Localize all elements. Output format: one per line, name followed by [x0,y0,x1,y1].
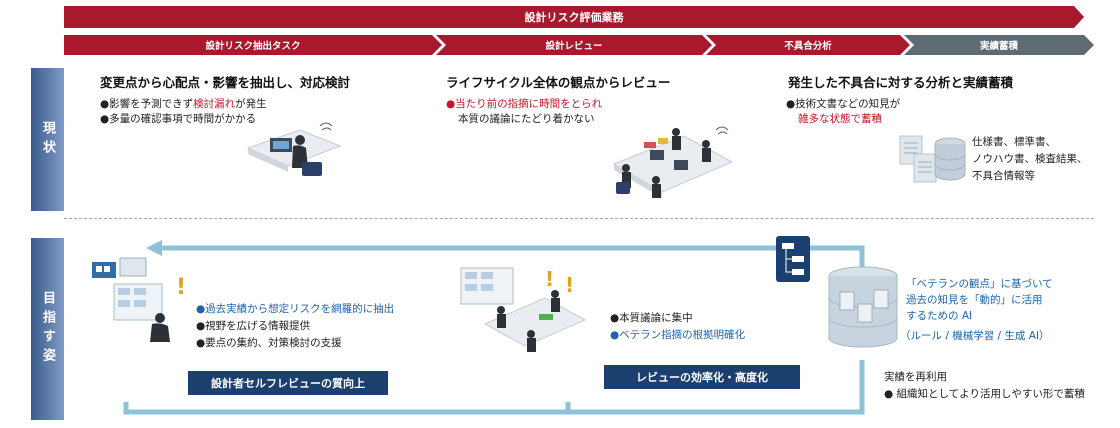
current-col2-line1: ●当たり前の指摘に時間をとられ [446,98,603,110]
current-col3-line2: 雑多な状態で蓄積 [798,113,882,125]
current-col2-line2: 本質の議論にたどり着かない [458,113,595,125]
flowchart-icon [776,236,810,282]
documents-database-icon [899,135,966,183]
meeting-illustration [612,126,734,198]
knowledge-database-icon [828,266,898,348]
phase-record-accumulation: 実績蓄積 [904,35,1094,55]
doc-types-line2: ノウハウ書、検査結果、 [972,153,1088,165]
doc-types-line3: 不具合情報等 [972,170,1035,182]
reuse-title: 実績を再利用 [884,371,947,383]
svg-text:!: ! [545,267,554,291]
phase-label: 実績蓄積 [979,41,1018,52]
process-title: 設計リスク評価業務 [524,11,624,24]
current-col1-line1: ●影響を予測できず検討漏れが発生 [100,98,267,110]
svg-text:!: ! [565,273,574,297]
section-label-current: 現状 [31,68,64,211]
target-col2-line1: ●本質議論に集中 [610,312,693,324]
current-col3-line1: ●技術文書などの知見が [786,98,901,110]
process-banner: 設計リスク評価業務 [64,6,1084,28]
self-review-illustration: ! [92,257,186,342]
current-col1-line2: ●多量の確認事項で時間がかかる [100,113,257,125]
target-col1-line2: ●視野を広げる情報提供 [196,320,311,332]
person-at-desk-illustration [246,122,342,176]
phase-label: 不具合分析 [784,41,832,52]
target-col2-line2: ●ベテラン指摘の根拠明確化 [610,329,746,341]
phase-label: 設計レビュー [545,41,603,52]
doc-types-line1: 仕様書、標準書、 [972,136,1056,148]
ai-line3: するための AI [906,310,973,322]
target-col1-line1: ●過去実績から想定リスクを網羅的に抽出 [196,303,395,315]
review-efficiency-badge: レビューの効率化・高度化 [604,365,800,389]
phase-risk-extraction: 設計リスク抽出タスク [64,35,442,55]
ai-line4: （ルール / 機械学習 / 生成 AI） [900,330,1050,342]
efficient-review-illustration: ! ! [460,267,587,352]
ai-line1: 「ベテランの観点」に基づいて [906,278,1053,290]
section-divider [64,218,1094,219]
self-review-badge: 設計者セルフレビューの質向上 [188,371,388,395]
current-col2-heading: ライフサイクル全体の観点からレビュー [446,75,671,90]
phase-defect-analysis: 不具合分析 [706,35,910,55]
reuse-line: ● 組織知としてより活用しやすい形で蓄積 [884,388,1085,400]
current-col1-heading: 変更点から心配点・影響を抽出し、対応検討 [100,75,351,90]
current-col3-heading: 発生した不具合に対する分析と実績蓄積 [788,75,1014,90]
phase-design-review: 設計レビュー [436,35,712,55]
section-label-target: 目指す姿 [31,238,64,420]
ai-line2: 過去の知見を「動的」に活用 [906,294,1043,306]
target-col1-line3: ●要点の集約、対策検討の支援 [196,337,342,349]
svg-text:!: ! [176,275,186,300]
phase-label: 設計リスク抽出タスク [205,41,301,52]
